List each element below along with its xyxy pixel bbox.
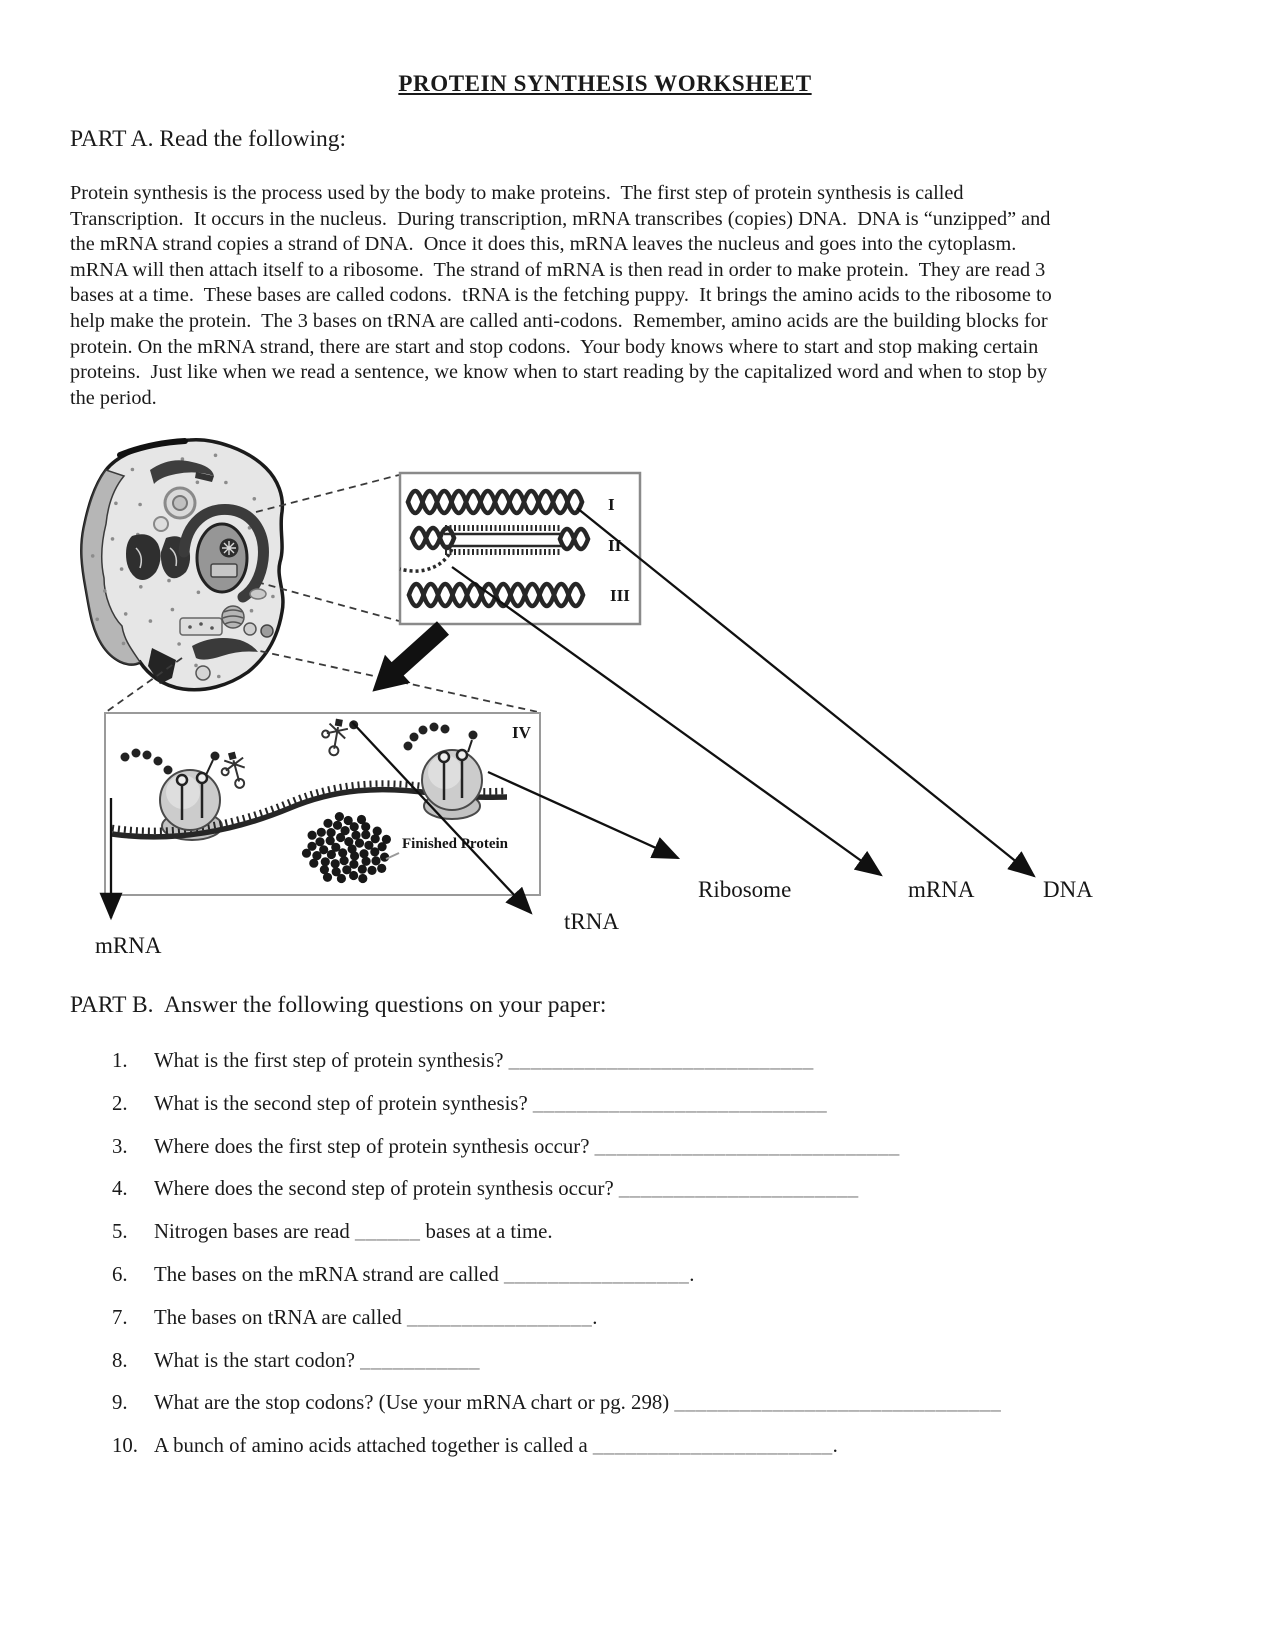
question-text: A bunch of amino acids attached together… [154,1434,593,1458]
question-text: The bases on tRNA are called [154,1305,407,1329]
question-text: Where does the first step of protein syn… [154,1134,595,1158]
mrna-bottom-label: mRNA [95,933,162,958]
ribosome-label: Ribosome [698,877,791,902]
trna-in-ribosome [175,771,209,820]
trna-in-ribosome [437,748,469,800]
ribosome-site-rect [179,617,223,636]
answer-blank[interactable]: ____________________________ [594,1134,900,1158]
question-text: Nitrogen bases are read [154,1220,355,1244]
dashed-cell-to-panel4-right [236,645,539,713]
question-number: 10. [112,1434,138,1458]
panel-label-1: I [608,495,615,514]
trna-callout-arrow [351,721,533,915]
question-text: What is the start codon? [154,1348,361,1372]
question-number: 6. [112,1262,128,1286]
question-number: 4. [112,1177,128,1201]
dna-label: DNA [1043,877,1093,902]
callout-dashed-lines [105,474,539,713]
question-row-10: 10. A bunch of amino acids attached toget… [112,1425,1212,1468]
answer-blank[interactable]: ______________________ [592,1434,833,1458]
nucleus [195,522,249,594]
answer-blank[interactable]: ___________ [360,1348,481,1372]
answer-blank[interactable]: ___________________________ [532,1091,828,1115]
unzipped-strands [444,525,562,555]
question-row-3: 3. Where does the first step of protein s… [112,1126,1212,1169]
answer-blank[interactable]: ______ [354,1220,421,1244]
question-number: 9. [112,1391,128,1415]
dashed-nucleus-to-panel-bottom [256,581,400,622]
question-list: 1. What is the first step of protein synt… [112,1040,1212,1468]
nucleus-inset-panel: I II III [398,471,642,626]
question-number: 2. [112,1091,128,1115]
question-number: 3. [112,1134,128,1158]
answer-blank[interactable]: ______________________________ [674,1391,1002,1415]
mitochondrion-dark [126,534,161,580]
question-number: 5. [112,1220,128,1244]
finished-protein-label: Finished Protein [402,836,509,852]
question-number: 8. [112,1348,128,1372]
question-row-6: 6. The bases on the mRNA strand are calle… [112,1254,1212,1297]
question-row-9: 9. What are the stop codons? (Use your mR… [112,1382,1212,1425]
part-b-heading: PART B. Answer the following questions o… [70,992,607,1018]
question-number: 7. [112,1305,128,1329]
question-text: Where does the second step of protein sy… [154,1177,619,1201]
question-row-1: 1. What is the first step of protein synt… [112,1040,1212,1083]
membrane-wedge [148,648,176,684]
answer-blank[interactable]: _________________ [406,1305,593,1329]
golgi-band [192,638,258,660]
membrane-thick-edge [117,438,188,458]
part-a-paragraph: Protein synthesis is the process used by… [70,182,1052,409]
question-row-8: 8. What is the start codon? ___________ [112,1340,1212,1383]
down-arrow [372,621,450,692]
trna-label: tRNA [564,909,619,934]
organelle-dash [195,472,214,482]
panel-label-4: IV [512,723,532,742]
vesicle-small [153,516,169,532]
part-a-heading: PART A. Read the following: [70,126,347,152]
question-row-4: 4. Where does the second step of protein … [112,1168,1212,1211]
ribosome-callout-arrow [487,770,681,860]
answer-blank[interactable]: ______________________ [618,1177,859,1201]
callout-arrows [99,507,1036,921]
question-suffix: bases at a time. [420,1220,553,1244]
growing-protein-chain [120,748,173,775]
question-text: What is the second step of protein synth… [154,1091,533,1115]
cell-illustration [80,438,285,692]
dna-callout-arrow [576,507,1036,878]
question-number: 1. [112,1049,128,1072]
question-text: What are the stop codons? (Use your mRNA… [154,1391,675,1415]
panel-label-3: III [610,586,630,605]
question-row-2: 2. What is the second step of protein syn… [112,1083,1212,1126]
question-text: The bases on the mRNA strand are called [154,1262,504,1286]
er-band [150,460,214,484]
question-text: What is the first step of protein synthe… [154,1049,509,1072]
mrna-callout-label: mRNA [908,877,975,902]
question-row-7: 7. The bases on tRNA are called _________… [112,1297,1212,1340]
nucleus-organelle [210,563,238,578]
mrna-callout-arrow [451,566,883,877]
question-suffix: . [832,1434,838,1458]
question-suffix: . [592,1305,598,1329]
dashed-cell-to-panel4-left [105,657,183,713]
question-suffix: . [689,1262,695,1286]
answer-blank[interactable]: ____________________________ [508,1049,814,1072]
protein-synthesis-diagram: I II III [80,438,1093,958]
nuclear-envelope-band [178,503,269,603]
membrane-fold [81,469,142,665]
question-row-5: 5. Nitrogen bases are read ______ bases a… [112,1211,1212,1254]
free-trna [220,751,246,789]
growing-protein-chain [403,722,450,751]
dashed-nucleus-to-panel-top [255,474,400,513]
answer-blank[interactable]: _________________ [503,1262,690,1286]
translation-inset-panel: Finished Protein IV [104,712,541,896]
page-title: PROTEIN SYNTHESIS WORKSHEET [398,71,812,96]
